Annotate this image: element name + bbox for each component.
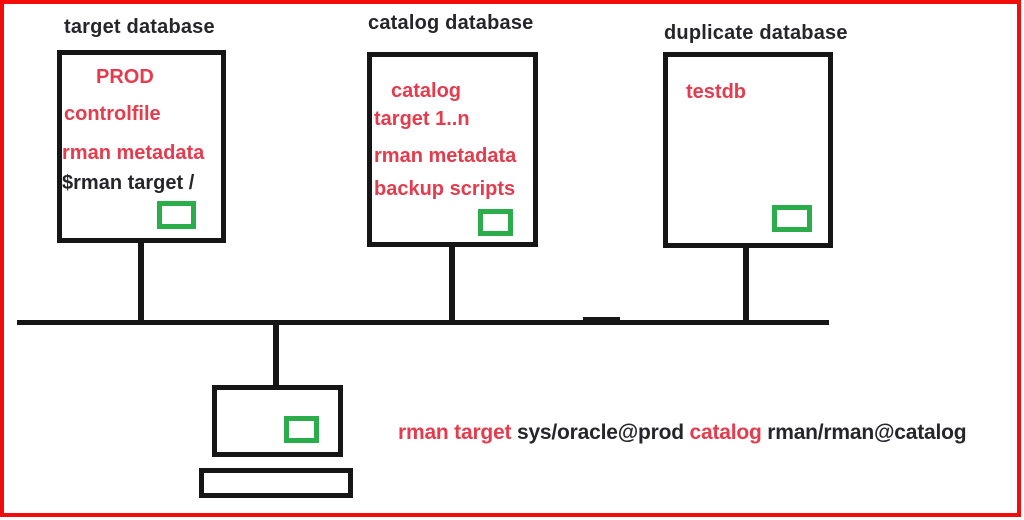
db-text-line: PROD xyxy=(96,66,154,88)
command-segment: sys/oracle@prod xyxy=(516,421,690,444)
db-text-line: target 1..n xyxy=(374,108,470,130)
db-text-line: catalog xyxy=(391,80,462,102)
connector-target-to-bus xyxy=(138,242,144,322)
db-text-line: $rman target / xyxy=(62,172,195,194)
green-highlight-box xyxy=(772,205,812,232)
db-text-line: rman metadata xyxy=(374,145,517,167)
db-text-line: backup scripts xyxy=(374,178,516,200)
command-segment: rman target xyxy=(398,421,517,444)
target-database-box: PROD controlfile rman metadata $rman tar… xyxy=(57,50,226,243)
green-highlight-box xyxy=(478,209,513,236)
duplicate-database-box: testdb xyxy=(663,52,833,248)
connector-duplicate-to-bus xyxy=(743,247,749,322)
client-monitor xyxy=(212,385,343,457)
duplicate-database-label: duplicate database xyxy=(664,22,848,44)
command-segment: catalog xyxy=(689,421,768,444)
catalog-database-box: catalog target 1..n rman metadata backup… xyxy=(367,52,538,247)
catalog-database-label: catalog database xyxy=(368,12,534,34)
client-keyboard xyxy=(199,468,353,498)
network-bus-line xyxy=(17,320,829,325)
green-highlight-box xyxy=(284,416,319,443)
db-text-line: rman metadata xyxy=(62,142,205,164)
db-text-line: testdb xyxy=(686,81,746,103)
green-highlight-box xyxy=(157,201,196,229)
connector-bus-to-client xyxy=(273,322,279,388)
connector-catalog-to-bus xyxy=(449,246,455,322)
rman-command-text: rman target sys/oracle@prod catalog rman… xyxy=(398,421,967,444)
network-bus-line-overlap xyxy=(583,317,620,322)
target-database-label: target database xyxy=(64,16,215,38)
db-text-line: controlfile xyxy=(64,103,161,125)
command-segment: rman/rman@catalog xyxy=(767,421,967,444)
